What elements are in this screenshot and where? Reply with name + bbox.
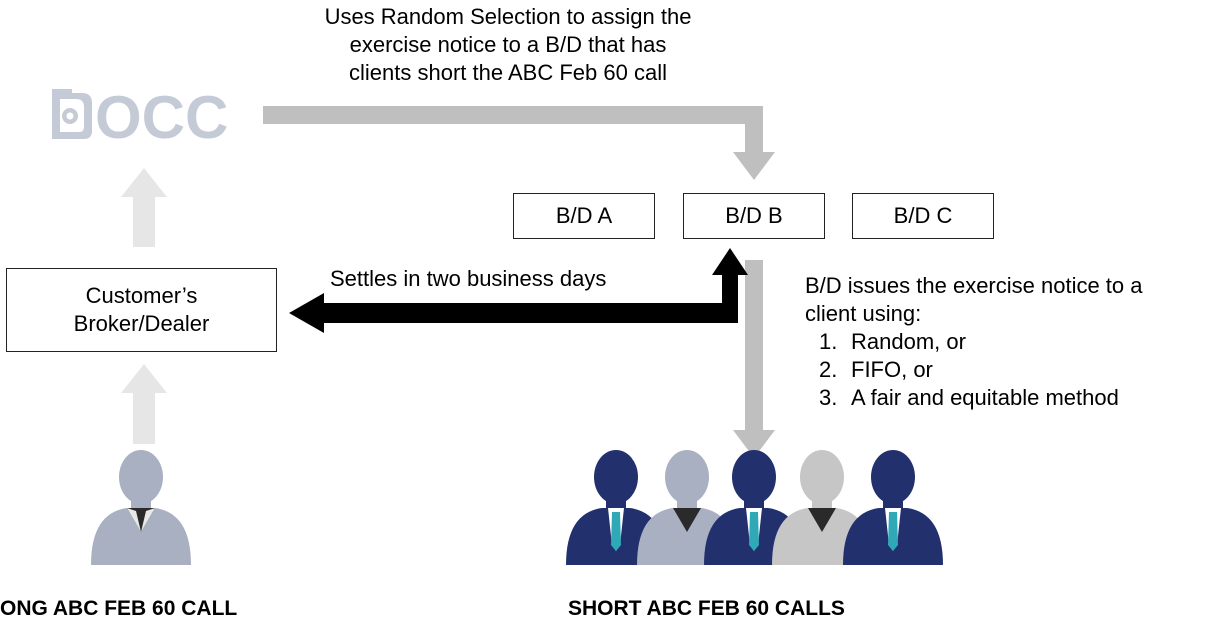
occ-logo-icon: OCC	[52, 84, 228, 151]
random-selection-note-line-1: Uses Random Selection to assign the	[324, 4, 692, 29]
customer-box-line-1: Customer’s	[85, 283, 198, 308]
assignment-method-item: 1.Random, or	[819, 329, 966, 354]
assignment-note-line-1: B/D issues the exercise notice to a	[805, 273, 1143, 298]
assignment-note-line-2: client using:	[805, 301, 922, 326]
assignment-method-item: 2.FIFO, or	[819, 357, 933, 382]
assignment-method-list: 1.Random, or 2.FIFO, or 3.A fair and equ…	[805, 328, 1220, 412]
random-selection-note-line-3: clients short the ABC Feb 60 call	[349, 60, 667, 85]
short-client-person-1-icon	[566, 450, 666, 565]
broker-dealer-c-box: B/D C	[852, 193, 994, 239]
short-client-person-5-icon	[843, 450, 943, 565]
short-client-person-4-icon	[772, 450, 872, 565]
assignment-method-item: 3.A fair and equitable method	[819, 385, 1119, 410]
assign-to-clients-arrow	[733, 260, 775, 458]
short-calls-label: SHORT ABC FEB 60 CALLS	[568, 597, 845, 620]
occ-logo-text: OCC	[95, 84, 228, 151]
customer-box-line-2: Broker/Dealer	[73, 311, 210, 336]
assignment-method-note: B/D issues the exercise notice to a clie…	[805, 272, 1220, 412]
long-client-person-icon	[91, 450, 191, 565]
settlement-arrow	[289, 248, 748, 333]
long-call-label: ONG ABC FEB 60 CALL	[0, 597, 238, 620]
random-selection-note: Uses Random Selection to assign the exer…	[258, 3, 758, 87]
short-client-person-2-icon	[637, 450, 737, 565]
random-selection-note-line-2: exercise notice to a B/D that has	[349, 32, 667, 57]
assign-arrow	[263, 106, 775, 180]
customer-broker-dealer-box: Customer’s Broker/Dealer	[6, 268, 277, 352]
broker-dealer-a-box: B/D A	[513, 193, 655, 239]
person-to-broker-arrow	[121, 364, 167, 444]
settlement-note: Settles in two business days	[330, 266, 607, 291]
customer-to-occ-arrow	[121, 168, 167, 247]
short-client-person-3-icon	[704, 450, 804, 565]
broker-dealer-b-box: B/D B	[683, 193, 825, 239]
